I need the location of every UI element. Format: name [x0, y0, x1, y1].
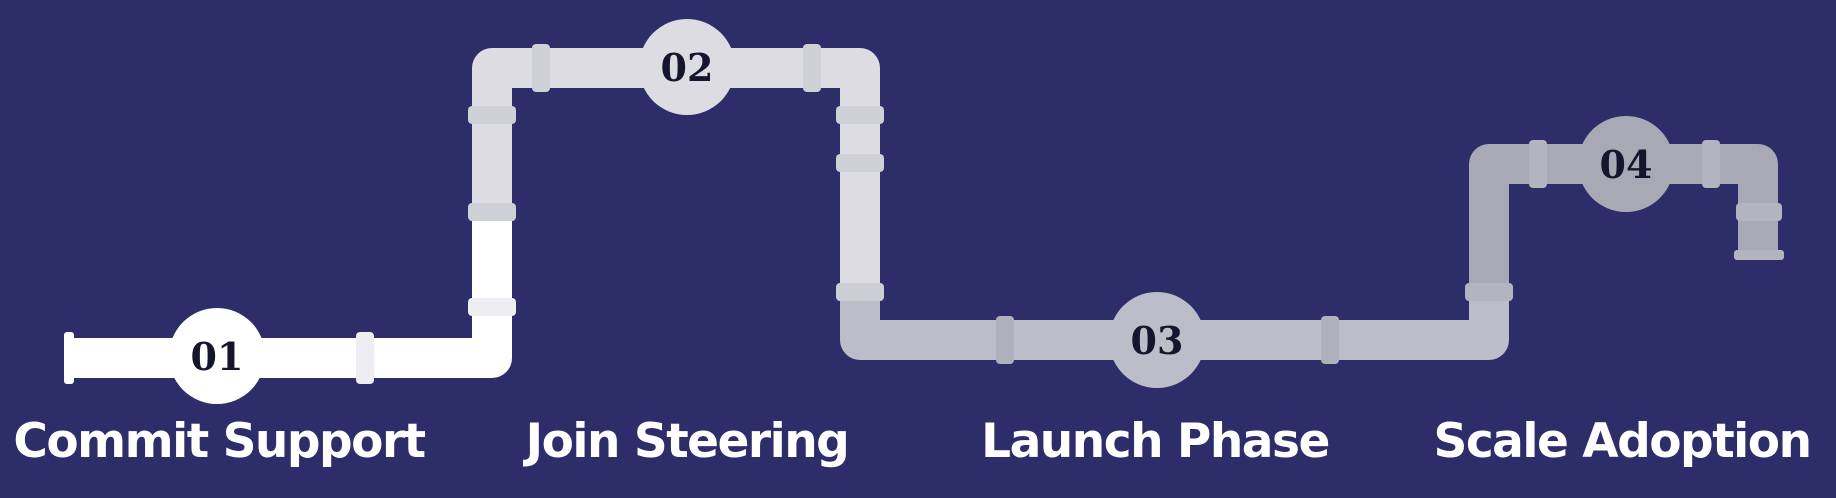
step-number-1: 01: [191, 334, 244, 379]
step-label-2: Join Steering: [525, 414, 850, 469]
step-node-4: 04: [1578, 116, 1674, 212]
step-label-4: Scale Adoption: [1433, 414, 1812, 469]
step-number-2: 02: [661, 45, 714, 90]
step-number-3: 03: [1131, 318, 1184, 363]
step-node-2: 02: [639, 19, 735, 115]
step-node-3: 03: [1109, 292, 1205, 388]
pipe-segment-1: [64, 210, 516, 384]
step-node-1: 01: [169, 308, 265, 404]
step-label-3: Launch Phase: [981, 414, 1330, 469]
step-label-1: Commit Support: [13, 414, 426, 469]
step-number-4: 04: [1600, 142, 1653, 187]
